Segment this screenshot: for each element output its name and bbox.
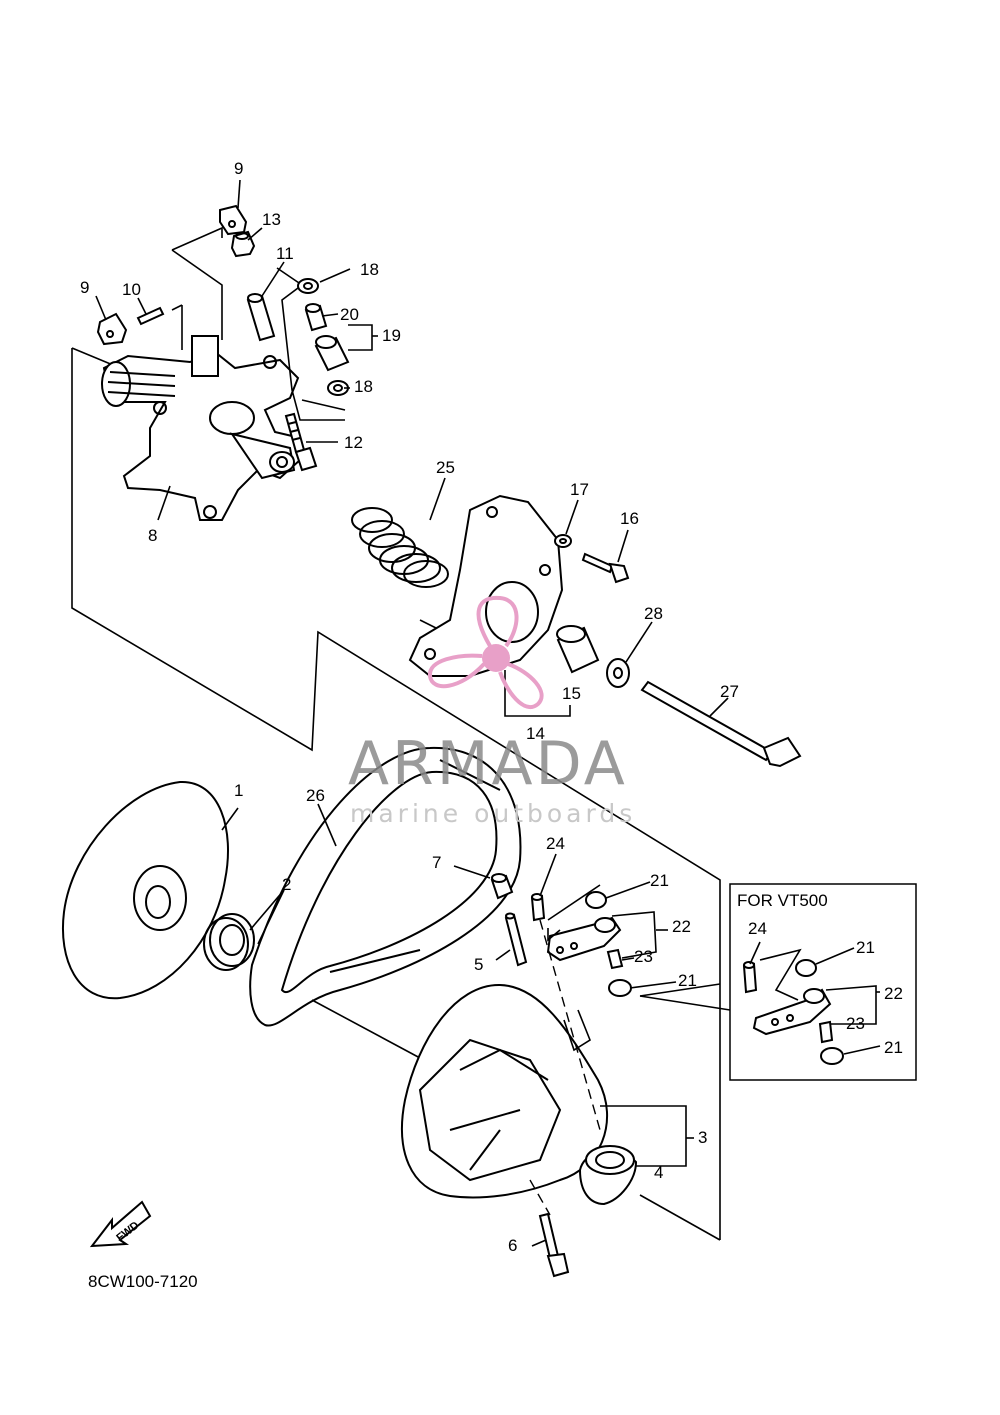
- part-11-collar: [246, 293, 276, 342]
- label-part-18-lower: 18: [354, 377, 373, 396]
- label-part-10: 10: [122, 280, 141, 299]
- label-part-2: 2: [282, 875, 291, 894]
- inset-title: FOR VT500: [737, 891, 828, 910]
- part-16-bolt: [581, 552, 630, 584]
- part-18-washer-upper: [297, 278, 319, 294]
- label-part-22: 22: [672, 917, 691, 936]
- part-14-bracket: [504, 670, 571, 717]
- label-part-21-lower: 21: [678, 971, 697, 990]
- label-part-6: 6: [508, 1236, 517, 1255]
- inset-part-23-collar: [818, 1020, 834, 1044]
- hub-detail-lines: [171, 226, 346, 421]
- part-24-pin: [530, 893, 546, 922]
- part-15-bushing: [556, 625, 600, 674]
- label-part-1: 1: [234, 781, 243, 800]
- part-1-fixed-sheave: [62, 780, 229, 1000]
- label-part-17: 17: [570, 480, 589, 499]
- alignment-dash-lines: [529, 884, 601, 1216]
- label-part-14: 14: [526, 724, 545, 743]
- part-number-labels: 9 13 11 9 10 18 20 19 18 12 8 25 17 16 2…: [80, 159, 903, 1255]
- inset-part-21-washer-lower: [820, 1047, 844, 1065]
- part-17-washer: [554, 534, 572, 548]
- inset-label-part-21-upper: 21: [856, 938, 875, 957]
- diagram-code: 8CW100-7120: [88, 1272, 198, 1291]
- armada-logo: [428, 595, 544, 709]
- part-21-washer-upper: [585, 891, 607, 909]
- part-2-bearing: [203, 913, 255, 971]
- part-23-collar: [606, 948, 624, 970]
- armada-watermark: ARMADA marine outboards: [348, 595, 636, 828]
- label-part-13: 13: [262, 210, 281, 229]
- inset-frame: [729, 883, 917, 1081]
- label-part-4: 4: [654, 1163, 663, 1182]
- label-part-25: 25: [436, 458, 455, 477]
- part-12-bolt: [284, 412, 318, 472]
- inset-part-21-washer-upper: [795, 959, 817, 977]
- label-part-9-left: 9: [80, 278, 89, 297]
- label-part-21-upper: 21: [650, 871, 669, 890]
- part-8-sliding-sheave-hub: [101, 335, 302, 521]
- label-part-27: 27: [720, 682, 739, 701]
- label-part-15: 15: [562, 684, 581, 703]
- label-part-24: 24: [546, 834, 565, 853]
- vt500-inset: FOR VT500: [729, 883, 917, 1081]
- inset-part-22-weight: [752, 988, 832, 1036]
- inset-label-part-23: 23: [846, 1014, 865, 1033]
- inset-lead-lines: [759, 948, 802, 1001]
- inset-part-24-pin: [742, 961, 758, 994]
- part-9-slider: [96, 204, 248, 346]
- label-part-8: 8: [148, 526, 157, 545]
- inset-label-part-21-lower: 21: [884, 1038, 903, 1057]
- part-13-nut: [230, 230, 256, 258]
- label-part-7: 7: [432, 853, 441, 872]
- part-7-cap: [490, 873, 514, 900]
- part-28-washer: [606, 658, 630, 688]
- part-26-drive-belt: [249, 746, 522, 1027]
- part-3-sliding-sheave: [401, 983, 608, 1199]
- label-part-28: 28: [644, 604, 663, 623]
- label-part-16: 16: [620, 509, 639, 528]
- watermark-tagline: marine outboards: [350, 799, 636, 828]
- part-19-collar: [314, 335, 350, 372]
- label-part-12: 12: [344, 433, 363, 452]
- label-part-19: 19: [382, 326, 401, 345]
- part-4-collar: [578, 1145, 638, 1206]
- inset-label-part-22: 22: [884, 984, 903, 1003]
- leader-lines: [95, 179, 881, 1247]
- part-5-pin: [504, 912, 528, 967]
- label-part-11: 11: [276, 244, 294, 263]
- part-6-bolt: [538, 1212, 570, 1278]
- watermark-brand: ARMADA: [348, 729, 628, 799]
- part-25-spring: [351, 507, 449, 588]
- label-part-18-upper: 18: [360, 260, 379, 279]
- forward-direction-arrow: FWD: [89, 1200, 152, 1248]
- label-part-20: 20: [340, 305, 359, 324]
- part-21-washer-lower: [608, 979, 632, 997]
- label-part-3: 3: [698, 1128, 707, 1147]
- label-part-9-top: 9: [234, 159, 243, 178]
- part-20-bushing: [304, 303, 328, 332]
- label-part-26: 26: [306, 786, 325, 805]
- part-10-pin: [136, 306, 165, 326]
- inset-label-part-24: 24: [748, 919, 767, 938]
- label-part-23: 23: [634, 947, 653, 966]
- part-27-long-bolt: [640, 680, 802, 768]
- label-part-5: 5: [474, 955, 483, 974]
